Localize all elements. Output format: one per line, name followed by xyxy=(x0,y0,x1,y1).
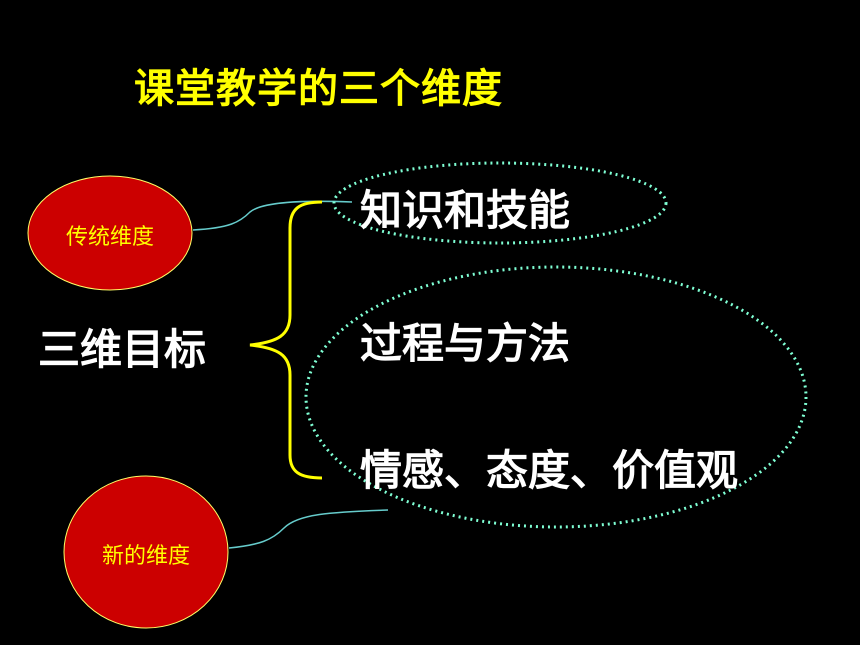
traditional-dimension-node xyxy=(27,175,193,291)
knowledge-skills-item: 知识和技能 xyxy=(360,186,571,235)
process-method-item: 过程与方法 xyxy=(360,319,571,368)
slide-title: 课堂教学的三个维度 xyxy=(134,66,503,112)
new-dimension-node xyxy=(63,475,229,629)
new-connector xyxy=(228,509,389,549)
curly-brace xyxy=(249,200,323,480)
knowledge-dotted-ellipse xyxy=(332,161,668,245)
traditional-dimension-label: 传统维度 xyxy=(65,225,154,250)
three-dimensional-goals-label: 三维目标 xyxy=(38,325,207,374)
new-dimension-label: 新的维度 xyxy=(101,544,190,569)
emotion-attitude-values-item: 情感、态度、价值观 xyxy=(360,446,739,495)
process-emotion-dotted-ellipse xyxy=(304,265,808,529)
traditional-connector xyxy=(192,200,353,231)
